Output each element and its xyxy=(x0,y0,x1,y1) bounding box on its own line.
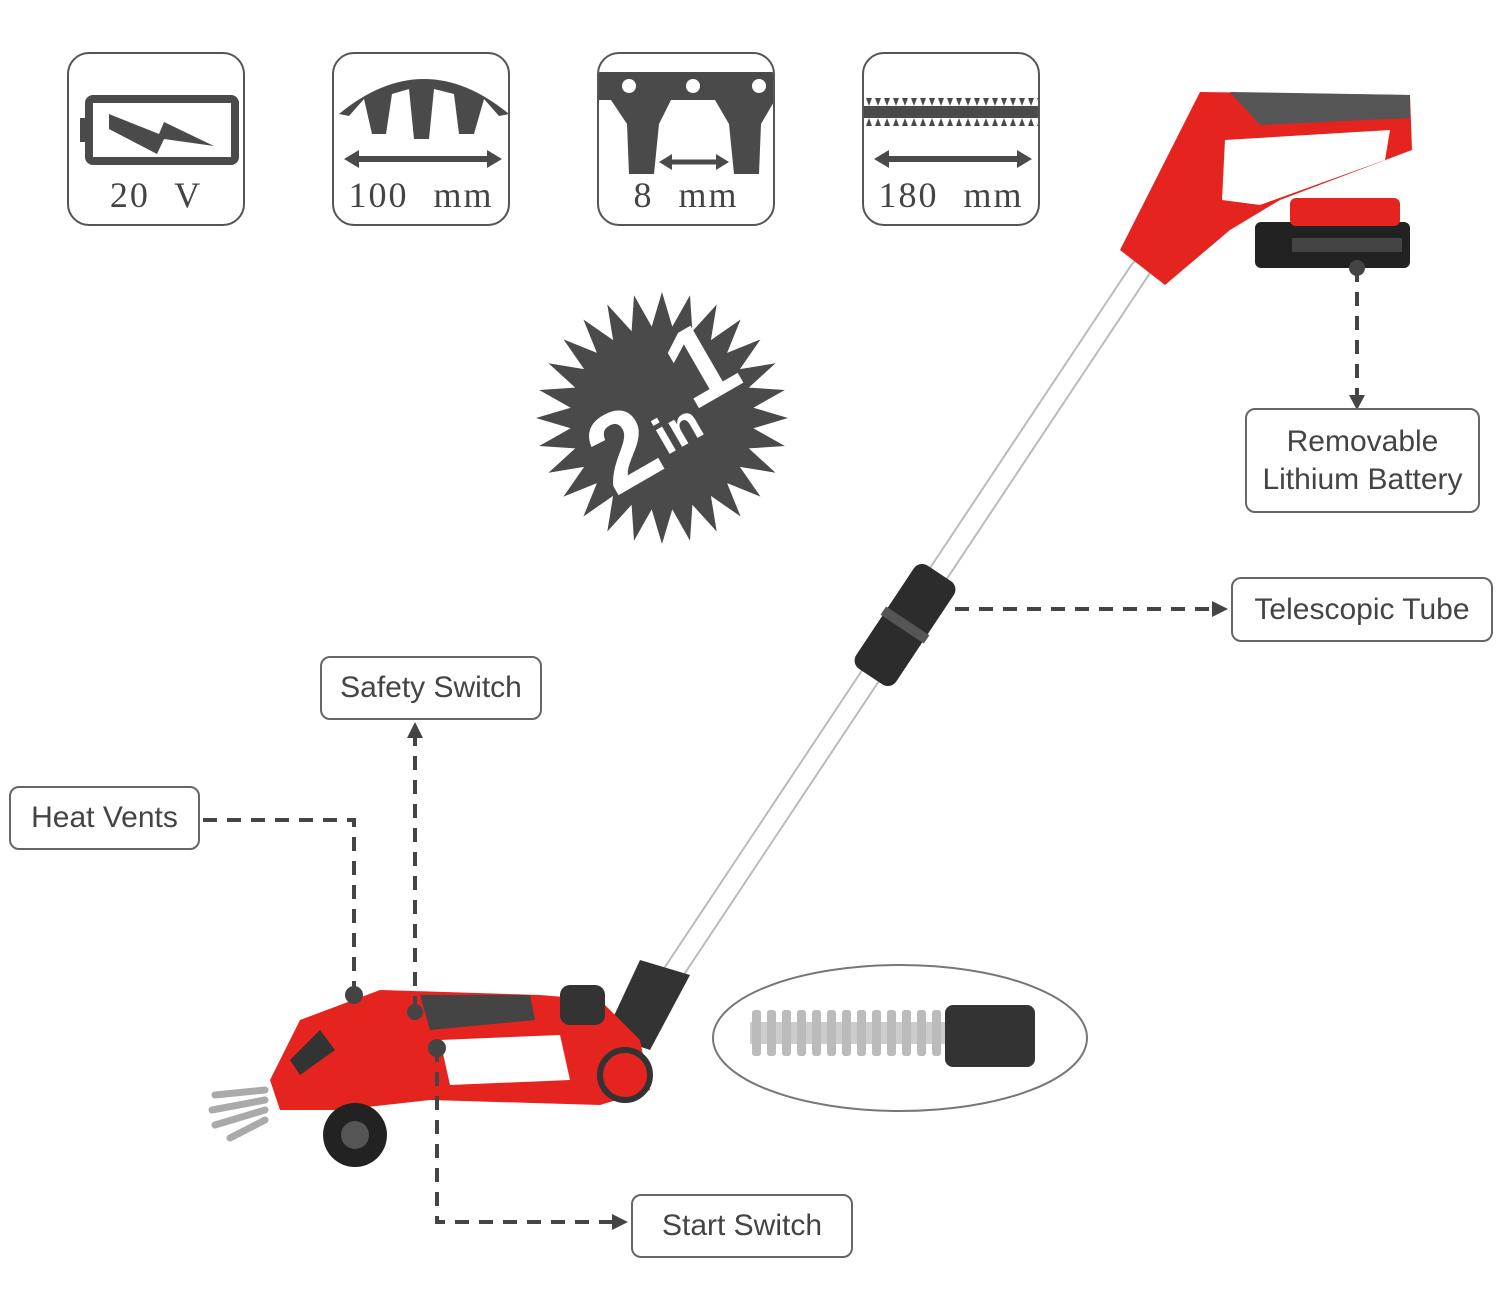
grass-shear-blade xyxy=(208,1086,269,1142)
spec-voltage: 20 V xyxy=(67,52,245,226)
blade-tooth xyxy=(857,1010,866,1056)
blade-tooth xyxy=(782,1010,791,1056)
blade-tooth xyxy=(932,1010,941,1056)
spec-cutting-width: 100 mm xyxy=(332,52,510,226)
top-handle xyxy=(1120,92,1412,285)
blade-tooth xyxy=(827,1010,836,1056)
spec-blade-length: 180 mm xyxy=(862,52,1040,226)
hedge-blade-length-icon xyxy=(864,98,1038,168)
spec-value: 20 V xyxy=(109,175,203,215)
blade-gap-icon xyxy=(599,72,773,174)
blade-tooth xyxy=(902,1010,911,1056)
tube-lock-collar xyxy=(854,563,956,687)
blade-tooth xyxy=(767,1010,776,1056)
blade-tooth xyxy=(917,1010,926,1056)
starburst-shape xyxy=(536,292,788,544)
callout-heat-vents: Heat Vents xyxy=(9,786,200,850)
blade-tooth xyxy=(797,1010,806,1056)
two-in-one-badge: 2 in 1 xyxy=(536,292,788,544)
spec-value: 180 mm xyxy=(878,175,1024,215)
blade-tooth xyxy=(752,1010,761,1056)
blade-tooth xyxy=(812,1010,821,1056)
blade-tooth xyxy=(872,1010,881,1056)
spec-blade-gap: 8 mm xyxy=(597,52,775,226)
cutting-width-icon xyxy=(339,79,508,168)
callout-start-switch: Start Switch xyxy=(631,1194,853,1258)
spec-value: 100 mm xyxy=(348,175,494,215)
callout-safety-switch: Safety Switch xyxy=(320,656,542,720)
shear-body xyxy=(208,960,690,1167)
hedge-blade-inset xyxy=(712,964,1088,1112)
blade-tooth xyxy=(887,1010,896,1056)
callout-removable-battery: Removable Lithium Battery xyxy=(1245,408,1480,513)
telescopic-pole xyxy=(654,259,1151,996)
spec-value: 8 mm xyxy=(633,175,739,215)
blade-tooth xyxy=(842,1010,851,1056)
callout-connectors xyxy=(178,268,1359,1224)
battery-voltage-icon xyxy=(80,95,239,165)
callout-telescopic-tube: Telescopic Tube xyxy=(1231,577,1493,642)
callout-arrowheads xyxy=(165,260,1365,1230)
